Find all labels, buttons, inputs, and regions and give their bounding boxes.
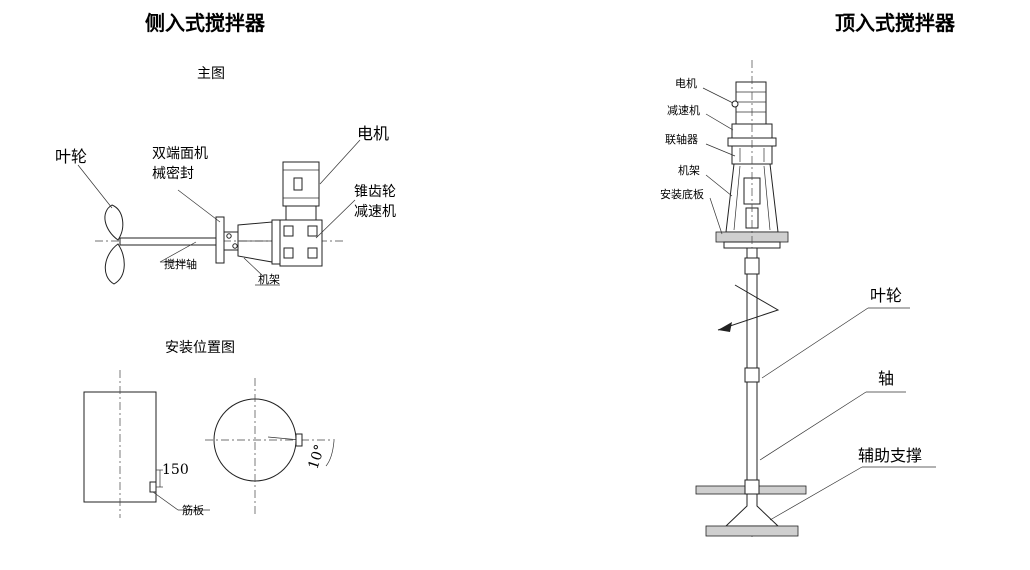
leader-frame xyxy=(243,257,265,278)
top-label-base: 安装底板 xyxy=(660,187,704,201)
install-diagram xyxy=(83,370,335,518)
install-distance: 150 xyxy=(162,462,189,478)
label-seal-1: 双端面机 xyxy=(152,146,208,162)
motor-terminal xyxy=(731,100,739,108)
top-mixer-drawing xyxy=(695,60,936,540)
impeller-blade-top xyxy=(104,204,124,241)
label-rib: 筋板 xyxy=(182,503,204,517)
shaft-coupling xyxy=(744,257,760,275)
top-label-coupling: 联轴器 xyxy=(665,132,698,146)
aux-support xyxy=(724,493,780,527)
frame-inner xyxy=(763,165,771,231)
top-label-support: 辅助支撑 xyxy=(858,446,922,465)
leader-impeller xyxy=(761,307,869,379)
shaft-coupling xyxy=(744,367,760,383)
leader-shaft xyxy=(759,391,867,461)
side-frame xyxy=(237,221,273,263)
top-label-shaft: 轴 xyxy=(878,369,894,388)
motor-mount xyxy=(285,205,317,221)
support-base xyxy=(705,525,799,537)
label-shaft: 搅拌轴 xyxy=(164,257,197,271)
angle-arc xyxy=(325,440,335,467)
seal-bolt xyxy=(226,233,232,239)
side-mixer-drawing xyxy=(77,139,361,286)
gear-detail xyxy=(307,225,318,237)
gear-detail xyxy=(307,247,318,259)
leader-seal xyxy=(177,189,221,223)
top-motor xyxy=(735,81,767,125)
leader-gear xyxy=(315,199,356,239)
main-view-title: 主图 xyxy=(197,66,225,82)
gear-flange xyxy=(271,219,281,265)
label-gear-1: 锥齿轮 xyxy=(354,184,396,200)
leader-base xyxy=(709,197,723,235)
top-label-impeller: 叶轮 xyxy=(870,286,902,305)
leader-motor xyxy=(702,87,734,104)
side-shaft xyxy=(119,237,221,246)
label-motor: 电机 xyxy=(357,124,389,143)
leader-frame xyxy=(705,174,733,197)
top-label-motor: 电机 xyxy=(675,76,697,90)
label-seal-2: 械密封 xyxy=(152,165,194,182)
gear-detail xyxy=(283,247,294,259)
leader-support xyxy=(769,466,863,521)
side-motor xyxy=(282,161,320,207)
leader-motor xyxy=(319,139,361,185)
gear-reducer-body xyxy=(279,219,323,267)
seal-flange xyxy=(215,216,225,264)
top-mixer-title: 顶入式搅拌器 xyxy=(835,11,956,35)
mixer-mark xyxy=(295,433,303,447)
motor-box xyxy=(293,177,303,191)
install-angle: 10° xyxy=(306,443,329,472)
leader-shaft xyxy=(159,241,197,263)
impeller-blade-bottom xyxy=(104,243,125,285)
leader-impeller xyxy=(77,164,113,209)
rib-plate xyxy=(149,481,157,493)
install-title: 安装位置图 xyxy=(165,340,235,356)
label-gear-2: 减速机 xyxy=(354,204,396,220)
mixer-axis xyxy=(267,436,301,441)
impeller-arrow xyxy=(718,322,732,332)
gear-detail xyxy=(283,225,294,237)
seal-bolt xyxy=(232,243,238,249)
top-impeller-blade xyxy=(717,284,780,331)
side-mixer-title: 侧入式搅拌器 xyxy=(145,11,266,35)
label-impeller: 叶轮 xyxy=(55,147,87,166)
lower-hub xyxy=(744,479,760,495)
label-frame: 机架 xyxy=(258,272,280,286)
leader-coupling xyxy=(705,143,736,157)
frame-inner xyxy=(733,165,741,231)
leader-rib xyxy=(152,491,179,511)
leader-reducer xyxy=(705,113,734,131)
top-label-reducer: 减速机 xyxy=(667,103,700,117)
top-label-frame: 机架 xyxy=(678,163,700,177)
